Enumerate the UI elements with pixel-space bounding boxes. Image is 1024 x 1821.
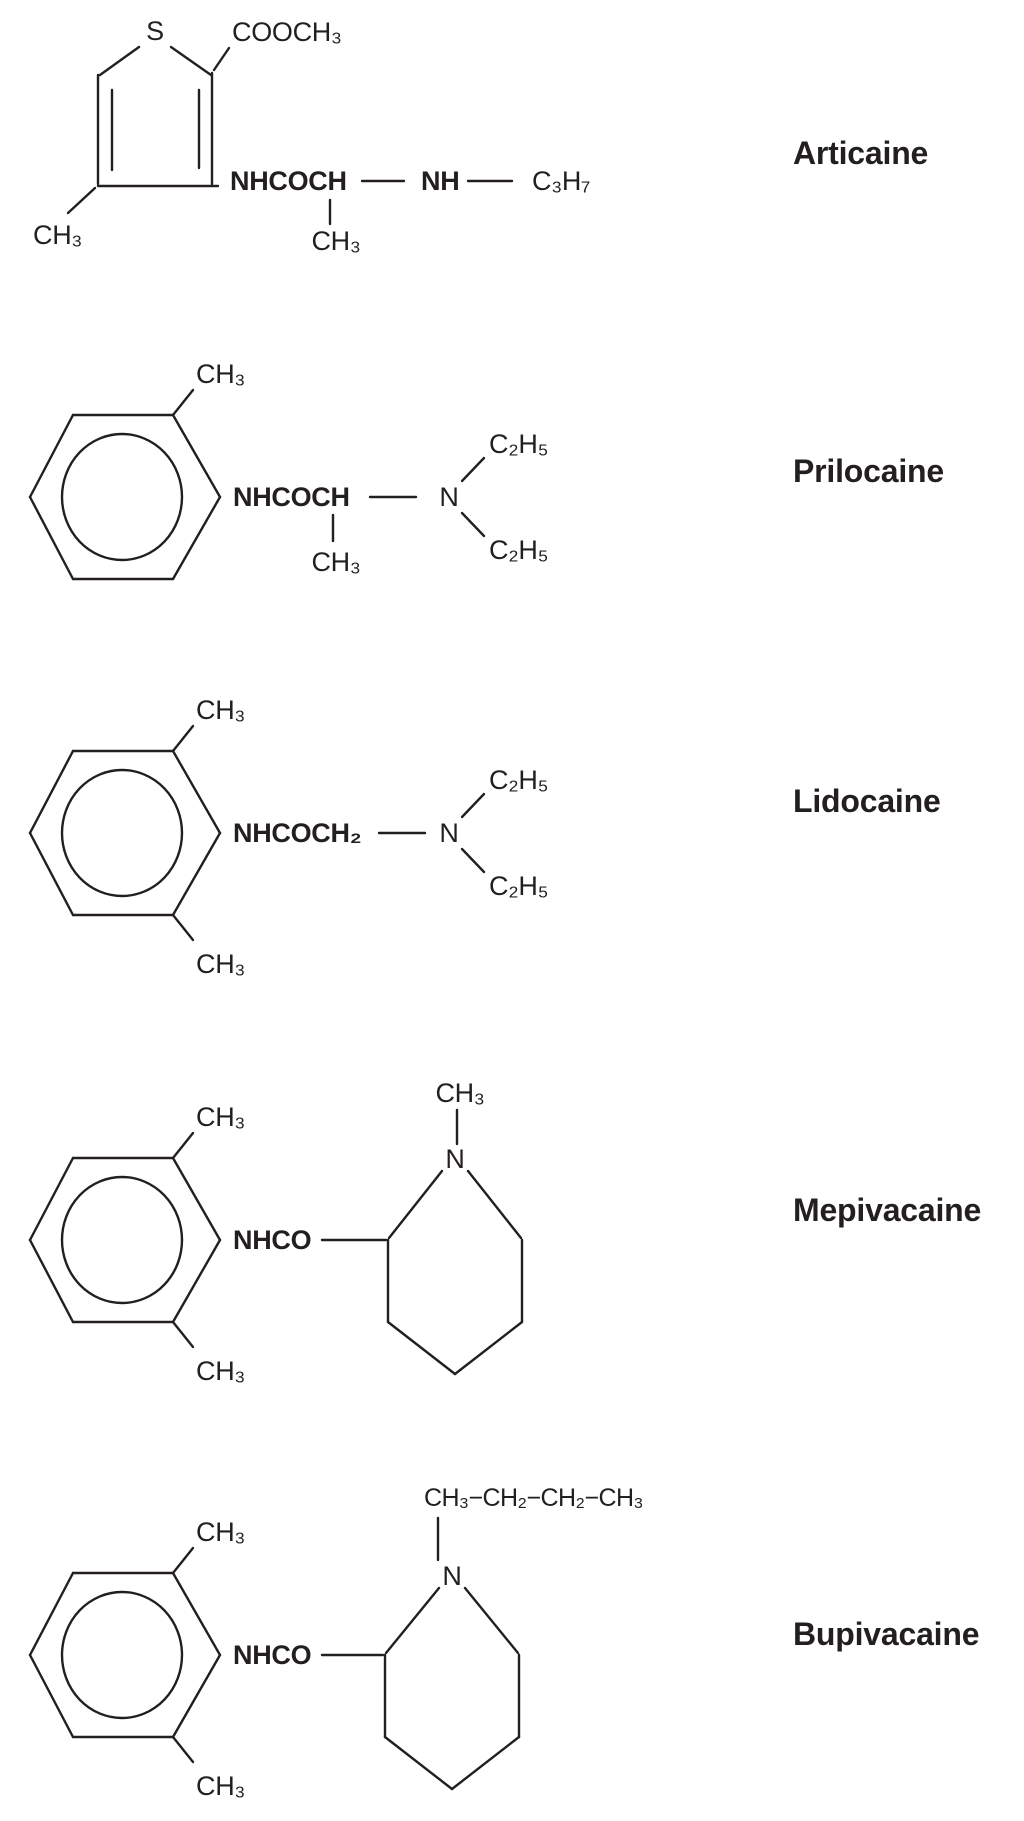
ester-group-label: COOCH₃ <box>232 17 342 47</box>
ring-methyl-label-bottom: CH₃ <box>196 1771 245 1801</box>
ring-methyl-label-bottom: CH₃ <box>196 949 245 979</box>
drug-name-lidocaine: Lidocaine <box>793 783 941 819</box>
amine-group-label: NH <box>421 166 459 196</box>
ring-methyl-bond-top <box>171 1131 195 1160</box>
sulfur-atom-label: S <box>146 16 164 46</box>
bond <box>387 1169 444 1240</box>
structure-articaine: S COOCH₃ CH₃ NHCOCH NH C₃H₇ CH₃ <box>33 16 590 256</box>
ring-methyl-label-bottom: CH₃ <box>196 1356 245 1386</box>
bond <box>28 1571 75 1657</box>
amide-group-label: NHCOCH <box>230 166 347 196</box>
amide-group-label: NHCO <box>233 1225 311 1255</box>
n-methyl-label: CH₃ <box>435 1078 484 1108</box>
bond <box>171 495 222 581</box>
bond <box>384 1586 441 1655</box>
ring-methyl-bond-bottom <box>171 913 195 942</box>
bond <box>28 495 75 581</box>
ring-methyl-bond-top <box>171 1546 195 1575</box>
benzene-ring <box>28 1571 222 1739</box>
ethyl-group-top: C₂H₅ <box>489 429 548 459</box>
bond <box>171 831 222 917</box>
bond <box>463 1586 520 1655</box>
drug-name-prilocaine: Prilocaine <box>793 453 944 489</box>
bond <box>453 1320 524 1376</box>
n-butyl-chain-label: CH₃−CH₂−CH₂−CH₃ <box>424 1484 643 1512</box>
bond <box>171 749 222 835</box>
bond <box>169 45 213 77</box>
ring-methyl-bond-bottom <box>171 1320 195 1349</box>
ring-methyl-label: CH₃ <box>196 359 245 389</box>
alpha-methyl-label: CH₃ <box>311 547 360 577</box>
bond <box>171 1156 222 1242</box>
ethyl-bond-top <box>460 456 486 483</box>
bond <box>171 413 222 499</box>
ring-methyl-bond-top <box>171 724 195 753</box>
ring-methyl-bond <box>171 388 195 417</box>
amide-group-label: NHCO <box>233 1640 311 1670</box>
bond <box>28 413 75 499</box>
ring-methyl-label-top: CH₃ <box>196 1517 245 1547</box>
thiophene-ring: S <box>96 16 220 188</box>
aromatic-circle <box>60 768 184 898</box>
benzene-ring <box>28 1156 222 1324</box>
ring-methyl-label: CH₃ <box>33 220 82 250</box>
ethyl-group-top: C₂H₅ <box>489 765 548 795</box>
ethyl-group-bottom: C₂H₅ <box>489 871 548 901</box>
benzene-ring <box>28 749 222 917</box>
nitrogen-atom-label: N <box>439 482 458 512</box>
aromatic-circle <box>60 432 184 562</box>
ethyl-group-bottom: C₂H₅ <box>489 535 548 565</box>
amide-group-label: NHCOCH₂ <box>233 818 361 848</box>
ester-bond <box>212 46 231 72</box>
ring-methyl-label-top: CH₃ <box>196 1102 245 1132</box>
bond <box>383 1735 454 1791</box>
ring-methyl-bond-bottom <box>171 1735 195 1764</box>
amide-group-label: NHCOCH <box>233 482 350 512</box>
ethyl-bond-bottom <box>460 511 486 538</box>
ethyl-bond-top <box>460 792 486 819</box>
alpha-methyl-label: CH₃ <box>311 226 360 256</box>
bond <box>171 1238 222 1324</box>
benzene-ring <box>28 413 222 581</box>
ethyl-bond-bottom <box>460 847 486 874</box>
bond <box>98 45 141 77</box>
structure-mepivacaine: CH₃ CH₃ NHCO N CH₃ <box>28 1078 524 1386</box>
bond <box>28 749 75 835</box>
bond <box>28 1156 75 1242</box>
aromatic-circle <box>60 1590 184 1720</box>
nitrogen-atom-label: N <box>442 1561 461 1591</box>
bond <box>28 831 75 917</box>
propyl-group-label: C₃H₇ <box>532 166 590 196</box>
ring-methyl-bond <box>66 186 97 215</box>
structure-bupivacaine: CH₃ CH₃ NHCO N CH₃−CH₂−CH₂−CH₃ <box>28 1484 644 1801</box>
bond <box>171 1571 222 1657</box>
bond <box>466 1169 523 1240</box>
bond <box>386 1320 457 1376</box>
ring-methyl-label-top: CH₃ <box>196 695 245 725</box>
bond <box>28 1238 75 1324</box>
bond <box>171 1653 222 1739</box>
aromatic-circle <box>60 1175 184 1305</box>
structure-lidocaine: CH₃ CH₃ NHCOCH₂ N C₂H₅ C₂H₅ <box>28 695 548 979</box>
piperidine-ring: N <box>383 1561 521 1791</box>
nitrogen-atom-label: N <box>445 1144 464 1174</box>
structure-prilocaine: CH₃ NHCOCH N C₂H₅ C₂H₅ CH₃ <box>28 359 548 581</box>
nitrogen-atom-label: N <box>439 818 458 848</box>
drug-name-bupivacaine: Bupivacaine <box>793 1616 979 1652</box>
bond <box>450 1735 521 1791</box>
piperidine-ring: N <box>386 1144 524 1376</box>
bond <box>28 1653 75 1739</box>
drug-name-mepivacaine: Mepivacaine <box>793 1192 981 1228</box>
drug-name-articaine: Articaine <box>793 135 928 171</box>
